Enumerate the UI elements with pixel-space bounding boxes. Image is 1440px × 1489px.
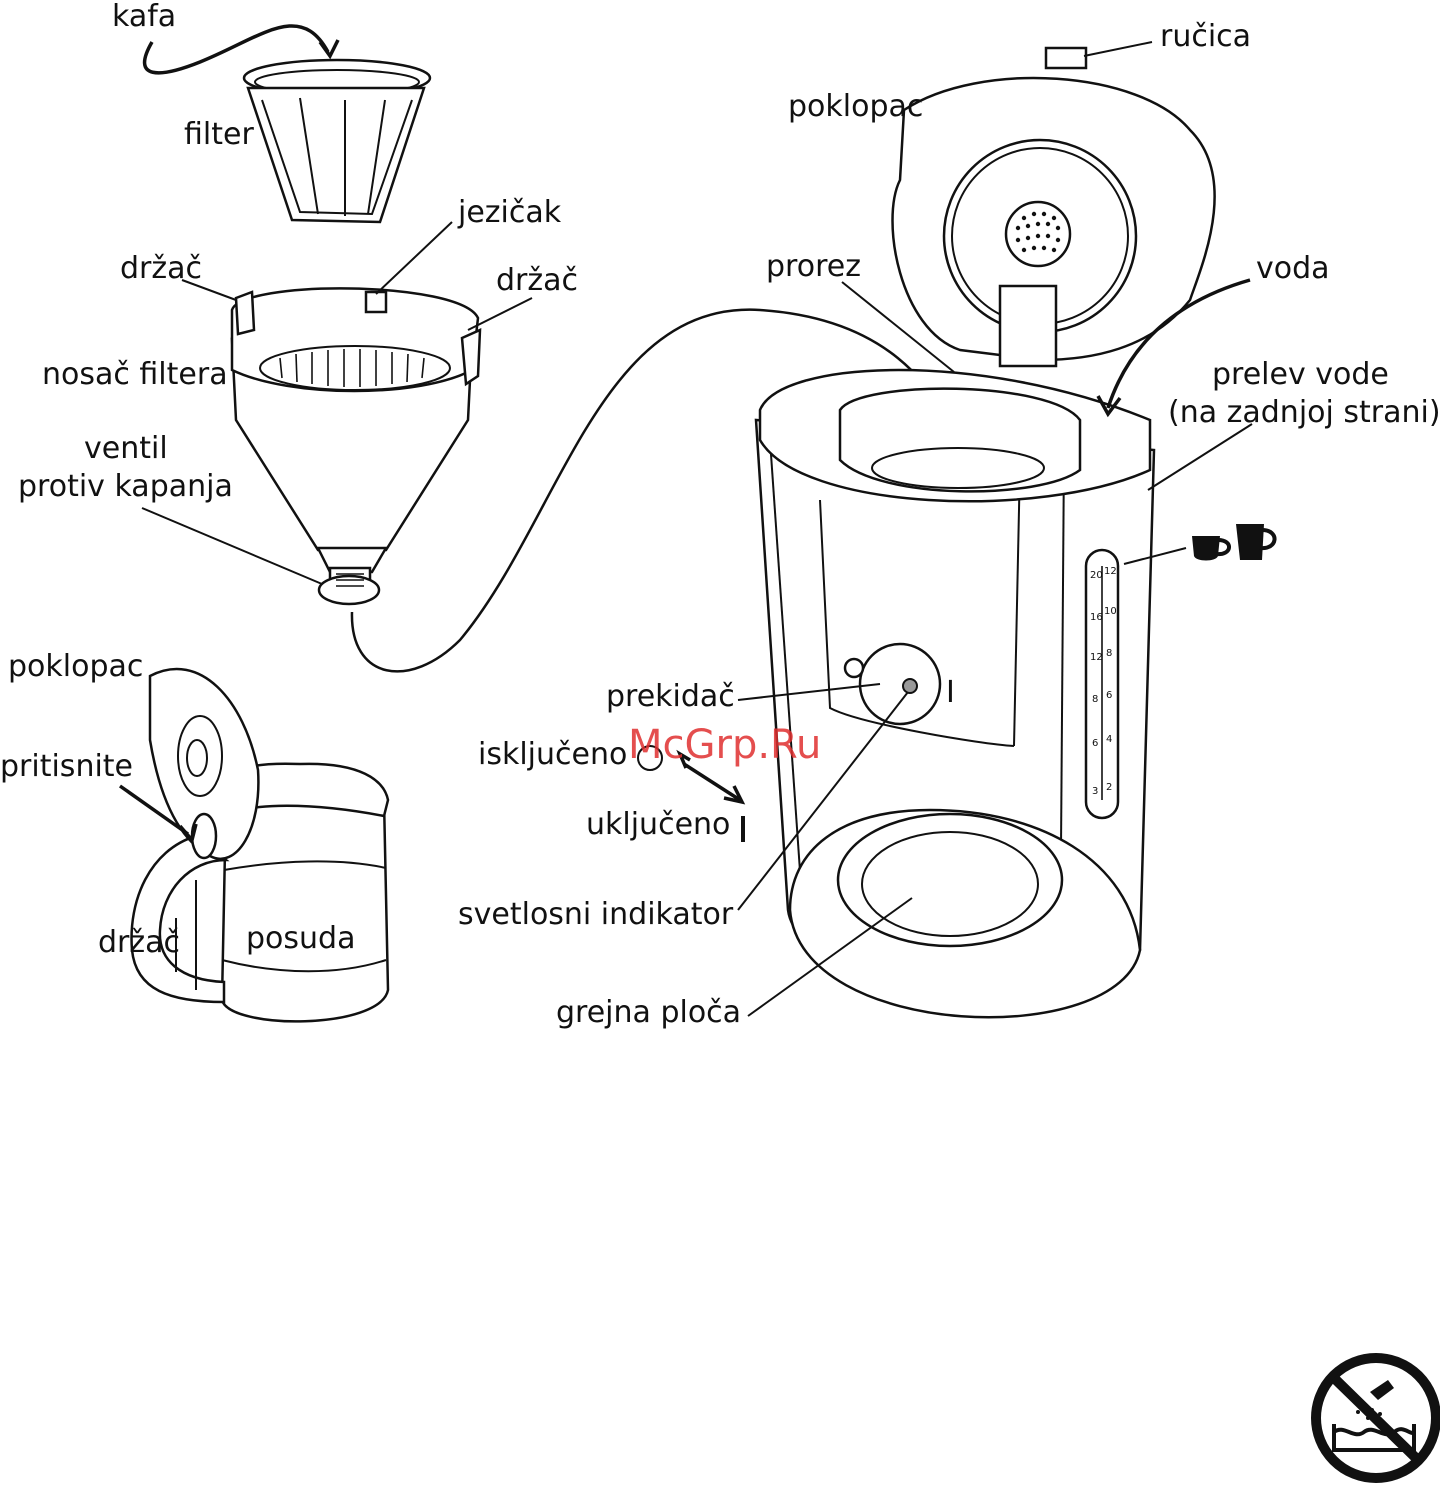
label-posuda: posuda xyxy=(246,921,355,956)
scale-right-12: 12 xyxy=(1104,566,1117,577)
labels: kafa filter jezičak držač držač nosač fi… xyxy=(0,0,1440,1030)
scale-left-8: 8 xyxy=(1092,694,1098,705)
scale-left-6: 6 xyxy=(1092,738,1098,749)
label-jezicak: jezičak xyxy=(457,195,562,230)
label-poklopac-top: poklopac xyxy=(788,89,923,124)
label-rucica: ručica xyxy=(1160,19,1251,54)
scale-right-4: 4 xyxy=(1106,734,1112,745)
label-prelev-line1: prelev vode xyxy=(1212,357,1389,392)
scale-right-10: 10 xyxy=(1104,606,1117,617)
scale-right-8: 8 xyxy=(1106,648,1112,659)
label-poklopac-carafe: poklopac xyxy=(8,649,143,684)
scale-left-20: 20 xyxy=(1090,570,1103,581)
label-ventil-line1: ventil xyxy=(84,431,168,466)
on-symbol xyxy=(741,816,745,842)
scale-right-6: 6 xyxy=(1106,690,1112,701)
label-svetlosni-indikator: svetlosni indikator xyxy=(458,897,734,932)
label-drzac-carafe: držač xyxy=(98,925,180,960)
coffee-machine-drawing xyxy=(756,48,1250,1017)
label-pritisnite: pritisnite xyxy=(0,749,133,784)
scale-left-12: 12 xyxy=(1090,652,1103,663)
mug-icon xyxy=(1236,524,1275,560)
label-switch-on-mark: I xyxy=(946,675,955,710)
label-prekidac: prekidač xyxy=(606,679,735,714)
label-nosac-filtera: nosač filtera xyxy=(42,357,228,392)
no-water-immersion-icon xyxy=(1316,1358,1436,1478)
carafe-drawing xyxy=(120,669,388,1021)
scale-left-16: 16 xyxy=(1090,612,1103,623)
scale-right-2: 2 xyxy=(1106,782,1112,793)
scale-left-3: 3 xyxy=(1092,786,1098,797)
label-kafa: kafa xyxy=(112,0,176,34)
label-drzac-right: držač xyxy=(496,263,578,298)
label-iskljuceno: isključeno xyxy=(478,737,627,772)
watermark: McGrp.Ru xyxy=(628,722,821,768)
label-ukljuceno: uključeno xyxy=(586,807,730,842)
label-drzac-left: držač xyxy=(120,251,202,286)
cup-icon xyxy=(1192,536,1229,561)
label-grejna-ploca: grejna ploča xyxy=(556,995,741,1030)
label-prelev-line2: (na zadnjoj strani) xyxy=(1168,395,1440,430)
label-prorez: prorez xyxy=(766,249,861,284)
label-ventil-line2: protiv kapanja xyxy=(18,469,233,504)
label-filter: filter xyxy=(184,117,254,152)
label-voda: voda xyxy=(1256,251,1330,286)
